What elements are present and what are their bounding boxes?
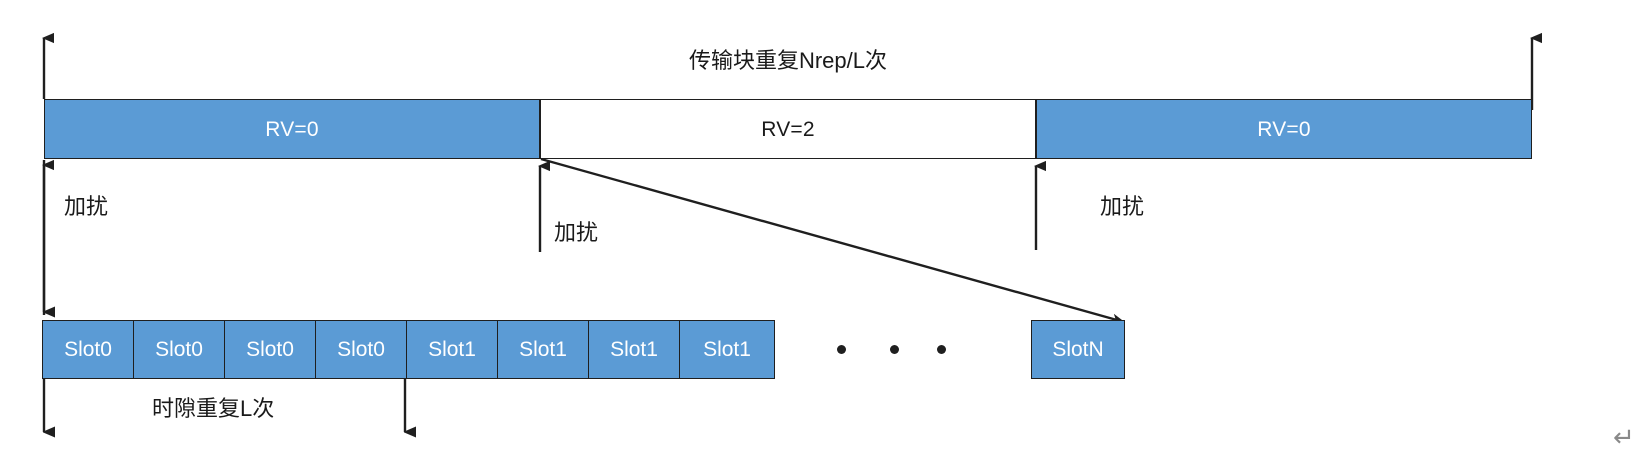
slot-label: Slot0 — [155, 338, 203, 361]
ellipsis-dot-1 — [837, 345, 846, 354]
slot-label: Slot1 — [610, 338, 658, 361]
slot-cell-1: Slot0 — [133, 320, 225, 379]
slot-cell-last: SlotN — [1031, 320, 1125, 379]
slot-label: Slot1 — [519, 338, 567, 361]
slot-cell-6: Slot1 — [588, 320, 680, 379]
rv-block-2: RV=0 — [1036, 99, 1532, 159]
rv-block-label: RV=0 — [1257, 117, 1311, 141]
slot-repeat-label: 时隙重复L次 — [152, 396, 275, 421]
rv-block-label: RV=2 — [761, 117, 815, 141]
slot-cell-0: Slot0 — [42, 320, 134, 379]
slot-cell-4: Slot1 — [406, 320, 498, 379]
mapping-arrow-to-slotn — [540, 157, 1125, 324]
slot-cell-2: Slot0 — [224, 320, 316, 379]
rv-block-1: RV=2 — [540, 99, 1036, 159]
slot-label: Slot0 — [246, 338, 294, 361]
scramble-label-1: 加扰 — [64, 194, 109, 219]
ellipsis-dot-2 — [890, 345, 899, 354]
scramble-label-2: 加扰 — [554, 220, 599, 245]
paragraph-return-icon: ↵ — [1613, 422, 1635, 452]
slot-label: Slot1 — [703, 338, 751, 361]
slot-cell-3: Slot0 — [315, 320, 407, 379]
slot-label: Slot0 — [337, 338, 385, 361]
rv-block-label: RV=0 — [265, 117, 319, 141]
ellipsis-dot-3 — [937, 345, 946, 354]
slot-cell-5: Slot1 — [497, 320, 589, 379]
scramble-label-3: 加扰 — [1100, 194, 1145, 219]
diagram-title: 传输块重复Nrep/L次 — [688, 48, 888, 73]
rv-block-0: RV=0 — [44, 99, 540, 159]
slot-label: Slot0 — [64, 338, 112, 361]
slot-label: Slot1 — [428, 338, 476, 361]
slot-cell-7: Slot1 — [679, 320, 775, 379]
slot-label: SlotN — [1052, 338, 1104, 361]
